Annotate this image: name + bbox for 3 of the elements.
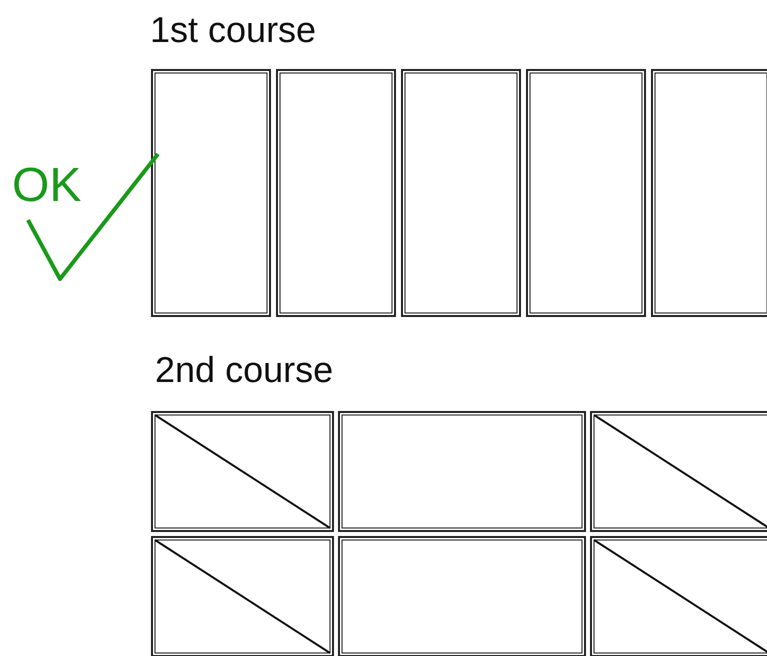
course-heading: 2nd course bbox=[155, 352, 334, 388]
ok-mark-label: OK bbox=[12, 162, 82, 210]
course-heading: 1st course bbox=[150, 12, 316, 48]
